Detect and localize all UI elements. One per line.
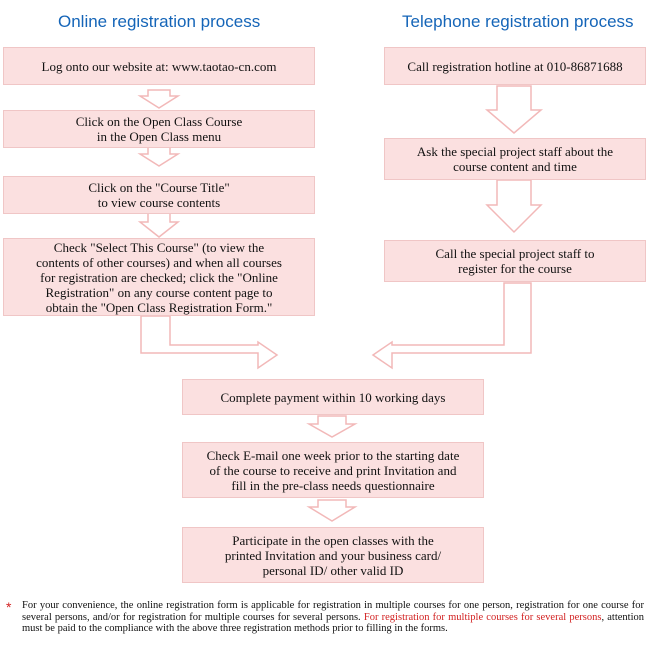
arrow-merge-left <box>140 315 279 370</box>
telephone-step-1: Call registration hotline at 010-8687168… <box>384 47 646 85</box>
arrow-telephone-1 <box>484 85 544 134</box>
online-step-4-line-5: obtain the "Open Class Registration Form… <box>45 299 273 315</box>
online-step-4: Check "Select This Course" (to view the … <box>3 238 315 316</box>
note-text-after: , attention must be paid to the complian… <box>22 611 644 635</box>
arrow-online-2 <box>137 144 181 167</box>
telephone-step-3: Call the special project staff to regist… <box>384 240 646 282</box>
online-step-2-line-1: Click on the Open Class Course <box>75 114 243 129</box>
arrow-online-3 <box>137 210 181 238</box>
common-step-attend: Participate in the open classes with the… <box>182 527 484 583</box>
arrow-common-1 <box>306 415 358 438</box>
common-step-attend-line-3: personal ID/ other valid ID <box>262 562 404 578</box>
flow-arrows <box>137 85 544 522</box>
telephone-step-2: Ask the special project staff about the … <box>384 138 646 180</box>
online-step-4-line-4: Registration" on any course content page… <box>45 284 273 300</box>
note-asterisk: * <box>6 599 12 615</box>
online-step-3-line-2: to view course contents <box>97 195 221 210</box>
online-step-4-line-1: Check "Select This Course" (to view the <box>53 239 265 255</box>
common-step-payment: Complete payment within 10 working days <box>182 379 484 415</box>
telephone-process-heading: Telephone registration process <box>402 12 634 31</box>
online-step-1-line-1: Log onto our website at: www.taotao-cn.c… <box>41 58 277 74</box>
common-step-attend-line-2: printed Invitation and your business car… <box>224 547 442 563</box>
telephone-step-2-line-2: course content and time <box>453 159 577 174</box>
arrow-telephone-2 <box>485 179 543 234</box>
common-step-attend-line-1: Participate in the open classes with the <box>232 532 434 548</box>
online-step-3: Click on the "Course Title" to view cour… <box>3 176 315 214</box>
arrow-merge-right <box>371 282 532 370</box>
telephone-step-1-line-1: Call registration hotline at 010-8687168… <box>407 58 623 74</box>
telephone-step-3-line-2: register for the course <box>458 261 572 276</box>
arrow-online-1 <box>137 89 181 109</box>
telephone-step-3-line-1: Call the special project staff to <box>435 246 595 261</box>
online-step-2-line-2: in the Open Class menu <box>96 129 222 144</box>
common-step-email: Check E-mail one week prior to the start… <box>182 442 484 498</box>
online-step-3-line-1: Click on the "Course Title" <box>88 180 230 195</box>
arrow-common-2 <box>306 499 358 522</box>
online-step-4-line-2: contents of other courses) and when all … <box>36 254 282 270</box>
common-step-payment-line-1: Complete payment within 10 working days <box>220 389 446 405</box>
registration-note: For your convenience, the online registr… <box>22 600 644 635</box>
online-step-4-line-3: for registration are checked; click the … <box>40 269 278 285</box>
note-text-red: For registration for multiple courses fo… <box>363 611 602 623</box>
common-step-email-line-3: fill in the pre-class needs questionnair… <box>231 477 435 493</box>
note-text-before: For your convenience, the online registr… <box>22 600 644 623</box>
online-process-heading: Online registration process <box>58 12 261 31</box>
common-step-email-line-2: of the course to receive and print Invit… <box>209 462 457 478</box>
online-step-1: Log onto our website at: www.taotao-cn.c… <box>3 47 315 85</box>
common-step-email-line-1: Check E-mail one week prior to the start… <box>206 447 460 463</box>
online-step-2: Click on the Open Class Course in the Op… <box>3 110 315 148</box>
telephone-step-2-line-1: Ask the special project staff about the <box>416 144 614 159</box>
